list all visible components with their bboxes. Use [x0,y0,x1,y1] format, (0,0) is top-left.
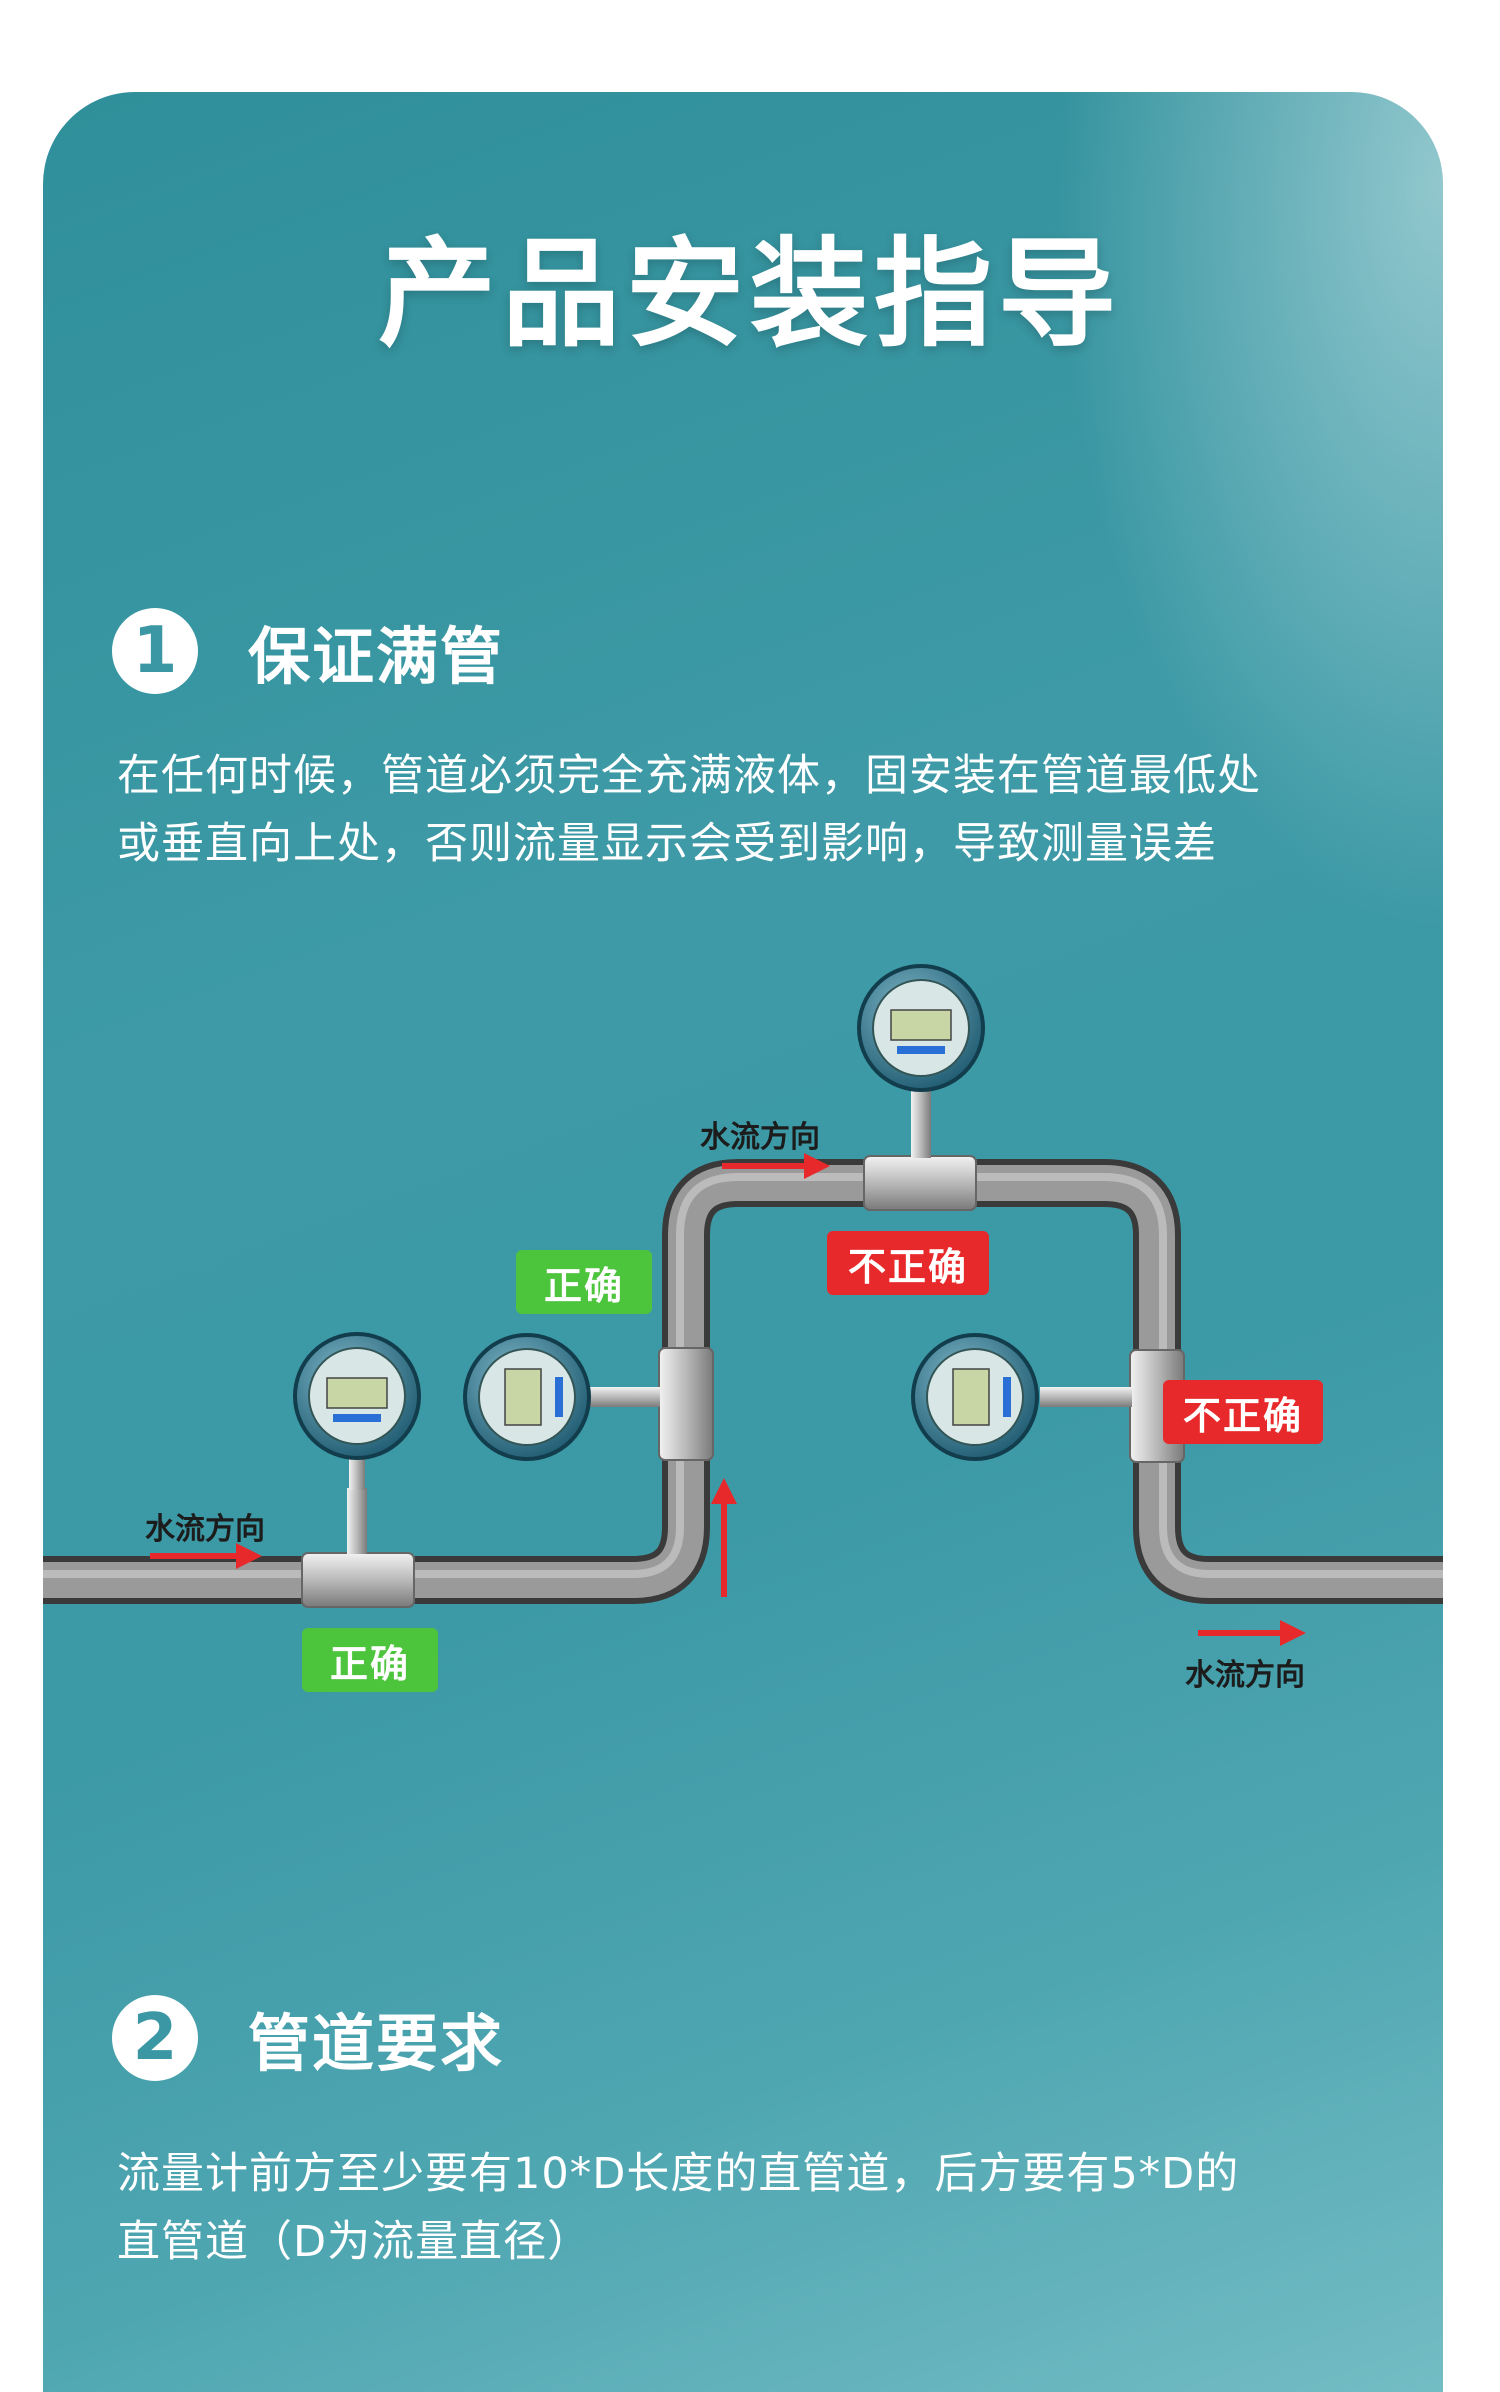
section-1-number: 1 [112,608,198,694]
flow-arrow-icon [1198,1620,1306,1646]
section-1-title: 保证满管 [248,620,505,693]
flow-arrow-icon [722,1153,830,1179]
incorrect-tag: 不正确 [827,1231,989,1295]
section-2-line-1: 流量计前方至少要有10*D长度的直管道，后方要有5*D的 [117,2149,1240,2199]
section-1-header: 1 保证满管 [112,606,504,696]
section-1-text: 在任何时候，管道必须完全充满液体，固安装在管道最低处 或垂直向上处，否则流量显示… [117,742,1367,878]
guide-card [43,92,1443,2392]
section-2-text: 流量计前方至少要有10*D长度的直管道，后方要有5*D的 直管道（D为流量直径） [117,2140,1367,2276]
flow-meter-icon [463,1333,714,1461]
flow-meter-icon [911,1333,1185,1463]
section-1-line-2: 或垂直向上处，否则流量显示会受到影响，导致测量误差 [117,819,1217,869]
flow-arrow-icon [711,1478,737,1597]
correct-tag: 正确 [302,1628,438,1692]
flow-direction-label: 水流方向 [145,1512,265,1547]
section-2-line-2: 直管道（D为流量直径） [117,2217,592,2267]
section-2-number: 2 [112,1995,198,2081]
section-2-title: 管道要求 [248,2007,505,2080]
flow-direction-label: 水流方向 [1185,1658,1305,1693]
flow-direction-label: 水流方向 [700,1120,820,1155]
flow-arrow-icon [150,1543,262,1569]
correct-tag: 正确 [516,1250,652,1314]
flow-meter-icon [293,1332,421,1608]
installation-diagram [43,964,1443,1646]
flow-meter-icon [857,964,985,1211]
section-2-header: 2 管道要求 [112,1993,504,2083]
page-title: 产品安装指导 [377,225,1122,363]
section-1-line-1: 在任何时候，管道必须完全充满液体，固安装在管道最低处 [117,751,1261,801]
incorrect-tag: 不正确 [1163,1380,1323,1444]
